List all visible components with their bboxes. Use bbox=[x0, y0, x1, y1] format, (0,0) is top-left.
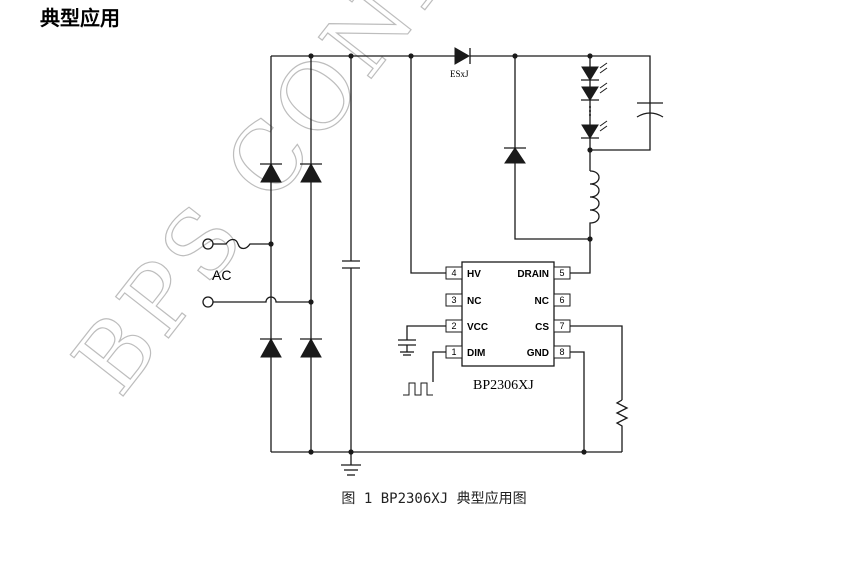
pin-number: 3 bbox=[451, 295, 456, 305]
pin-label: VCC bbox=[467, 322, 488, 333]
pin-number: 7 bbox=[559, 321, 564, 331]
bridge-diode-d4 bbox=[300, 337, 322, 358]
diode-label: ESxJ bbox=[450, 69, 469, 79]
freewheel-wire bbox=[514, 56, 590, 240]
led-3 bbox=[581, 120, 608, 139]
vcc-capacitor bbox=[398, 325, 446, 356]
pin-6 bbox=[553, 293, 571, 307]
pin-number: 1 bbox=[451, 347, 456, 357]
pin-2 bbox=[445, 319, 463, 333]
pin-7 bbox=[553, 319, 571, 333]
pin-label: DIM bbox=[467, 348, 485, 359]
bridge-diode-d2 bbox=[300, 162, 322, 183]
pin-label: DRAIN bbox=[517, 269, 549, 280]
led-2 bbox=[581, 82, 608, 101]
led-ellipsis bbox=[589, 106, 591, 116]
ac-input bbox=[202, 238, 311, 308]
ground-symbol bbox=[341, 452, 361, 476]
figure-caption: 图 1 BP2306XJ 典型应用图 bbox=[341, 491, 527, 507]
pin-number: 2 bbox=[451, 321, 456, 331]
pin-label: CS bbox=[535, 322, 549, 333]
pin-1 bbox=[445, 345, 463, 359]
watermark-text: BPS CONFIDENTIAL bbox=[53, 0, 809, 414]
bridge-diode-d3 bbox=[260, 337, 282, 358]
freewheel-diode bbox=[504, 147, 526, 164]
pin-5 bbox=[553, 266, 571, 280]
hv-wire bbox=[410, 56, 446, 274]
pin-number: 8 bbox=[559, 347, 564, 357]
pin-8 bbox=[553, 345, 571, 359]
gnd-wire bbox=[570, 351, 585, 452]
output-capacitor bbox=[636, 102, 664, 118]
ac-label: AC bbox=[212, 267, 231, 283]
led-1 bbox=[581, 62, 608, 81]
esxj-diode bbox=[454, 47, 471, 65]
pin-label: GND bbox=[527, 348, 549, 359]
ic-body bbox=[461, 261, 555, 367]
bulk-capacitor bbox=[342, 56, 360, 452]
junction-dots bbox=[268, 53, 593, 455]
ic-pins-right: 5 6 7 8 DRAIN NC CS GND bbox=[517, 266, 571, 359]
cs-wire bbox=[570, 325, 623, 400]
pin-3 bbox=[445, 293, 463, 307]
pwm-signal bbox=[403, 351, 446, 396]
pin-number: 5 bbox=[559, 268, 564, 278]
pin-label: NC bbox=[467, 296, 481, 307]
sense-resistor bbox=[615, 399, 629, 452]
pin-4 bbox=[445, 266, 463, 280]
inductor bbox=[570, 170, 600, 274]
pin-label: HV bbox=[467, 269, 481, 280]
bridge-diode-d1 bbox=[260, 162, 282, 183]
ic-pins-left: 4 3 2 1 HV NC VCC DIM bbox=[445, 266, 488, 359]
section-heading: 典型应用 bbox=[40, 6, 120, 30]
pin-number: 6 bbox=[559, 295, 564, 305]
chip-name: BP2306XJ bbox=[473, 378, 534, 393]
pin-number: 4 bbox=[451, 268, 456, 278]
pin-label: NC bbox=[535, 296, 549, 307]
